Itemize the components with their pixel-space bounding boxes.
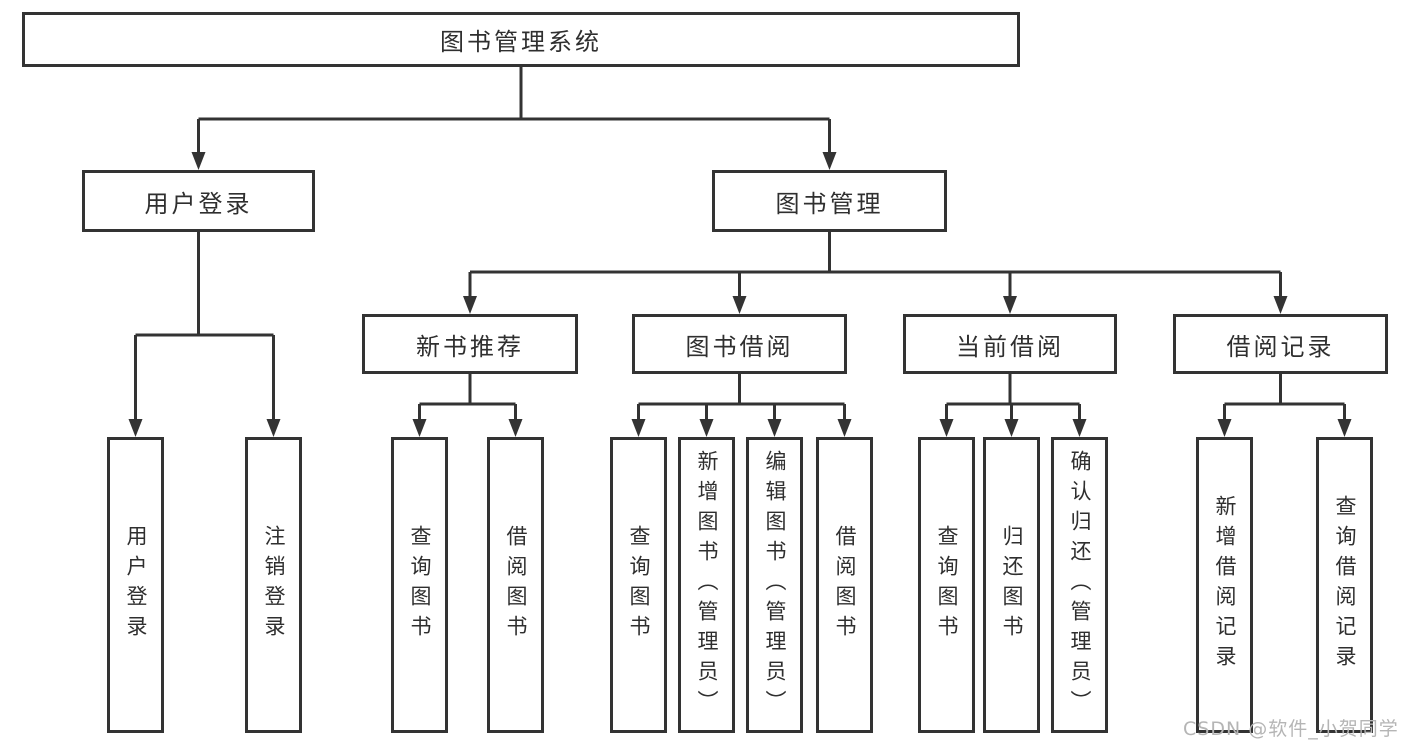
node-label: 用户登录 (144, 189, 253, 218)
leaf-recommend-query-books: 查询图书 (391, 437, 448, 733)
node-label: 借阅记录 (1226, 332, 1335, 361)
leaf-label: 借阅图书 (504, 525, 528, 645)
node-book-borrowing: 图书借阅 (632, 314, 847, 374)
leaf-add-book-admin: 新增图书（管理员） (678, 437, 735, 733)
node-label: 新书推荐 (416, 332, 524, 361)
leaf-recommend-borrow-books: 借阅图书 (487, 437, 544, 733)
leaf-logout-login: 注销登录 (245, 437, 302, 733)
leaf-label: 查询图书 (408, 525, 432, 645)
node-new-book-recommend: 新书推荐 (362, 314, 578, 374)
leaf-current-query-books: 查询图书 (918, 437, 975, 733)
node-current-borrowing: 当前借阅 (903, 314, 1117, 374)
leaf-label: 查询图书 (627, 525, 651, 645)
leaf-label: 查询借阅记录 (1333, 495, 1357, 675)
leaf-return-books: 归还图书 (983, 437, 1040, 733)
node-label: 图书管理系统 (440, 28, 602, 56)
leaf-label: 新增图书（管理员） (695, 450, 719, 720)
node-borrowing-records: 借阅记录 (1173, 314, 1388, 374)
node-book-management: 图书管理 (712, 170, 947, 232)
leaf-label: 用户登录 (124, 525, 148, 645)
leaf-label: 编辑图书（管理员） (763, 450, 787, 720)
leaf-confirm-return-admin: 确认归还（管理员） (1051, 437, 1108, 733)
leaf-label: 借阅图书 (833, 525, 857, 645)
leaf-label: 归还图书 (1000, 525, 1024, 645)
node-label: 图书借阅 (685, 332, 794, 361)
leaf-label: 新增借阅记录 (1213, 495, 1237, 675)
leaf-label: 查询图书 (935, 525, 959, 645)
csdn-watermark: CSDN @软件_小贺同学 (1183, 718, 1399, 740)
leaf-edit-book-admin: 编辑图书（管理员） (746, 437, 803, 733)
leaf-label: 注销登录 (262, 525, 286, 645)
node-library-management-system: 图书管理系统 (22, 12, 1020, 67)
node-label: 图书管理 (775, 189, 884, 218)
leaf-query-borrow-record: 查询借阅记录 (1316, 437, 1373, 733)
leaf-borrowing-borrow-books: 借阅图书 (816, 437, 873, 733)
leaf-user-login: 用户登录 (107, 437, 164, 733)
leaf-label: 确认归还（管理员） (1068, 450, 1092, 720)
leaf-borrowing-query-books: 查询图书 (610, 437, 667, 733)
leaf-add-borrow-record: 新增借阅记录 (1196, 437, 1253, 733)
node-label: 当前借阅 (956, 332, 1064, 361)
node-user-login: 用户登录 (82, 170, 315, 232)
